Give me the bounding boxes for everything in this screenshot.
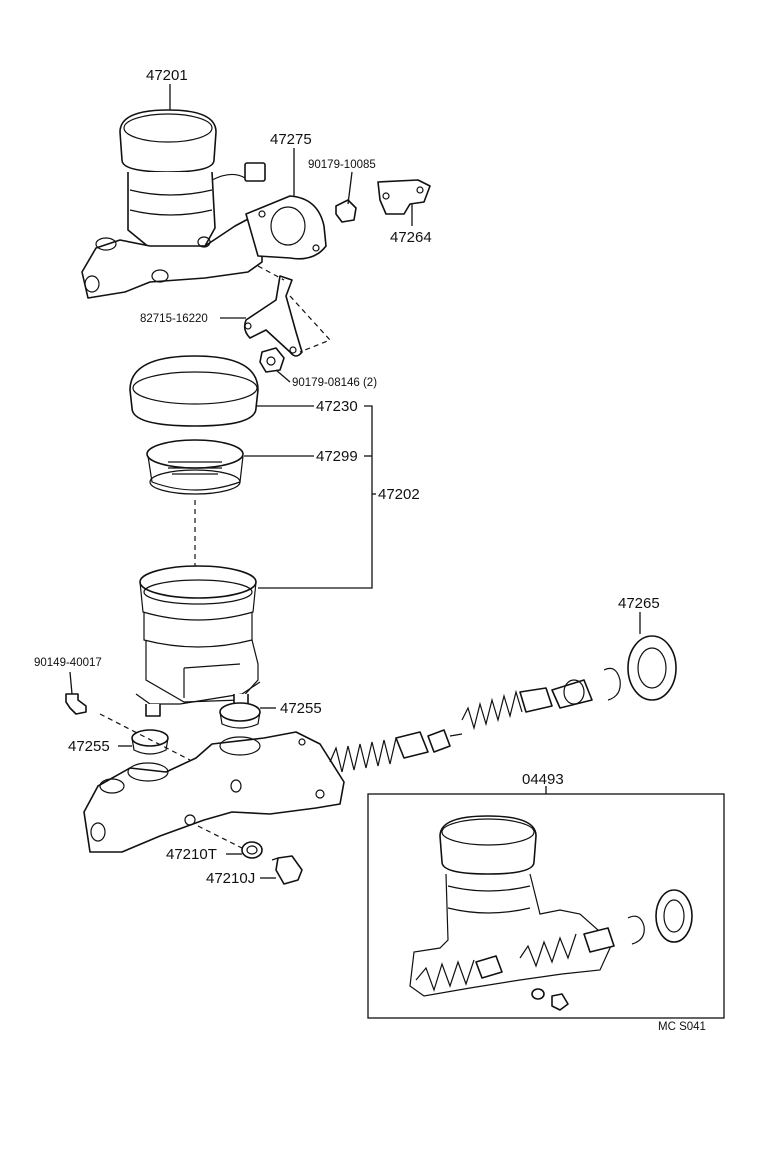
label-47255-left: 47255 (68, 738, 110, 755)
cylinder-body-drawing (65, 693, 345, 885)
label-04493: 04493 (522, 771, 564, 788)
piston-kit-drawing (329, 635, 677, 773)
footer-code: MC S041 (658, 1021, 706, 1033)
label-47275: 47275 (270, 131, 312, 148)
leader-lines (69, 84, 641, 879)
part-number-labels: 47201 47275 90179-10085 47264 82715-1622… (34, 67, 706, 1033)
label-47201: 47201 (146, 67, 188, 84)
label-47265: 47265 (618, 595, 660, 612)
kit-04493-box (367, 786, 725, 1019)
label-47210T: 47210T (166, 846, 217, 863)
label-90179-08146: 90179-08146 (2) (292, 377, 377, 389)
reservoir-exploded-drawing (129, 355, 261, 717)
label-47264: 47264 (390, 229, 432, 246)
label-47230: 47230 (316, 398, 358, 415)
label-47299: 47299 (316, 448, 358, 465)
label-82715-16220: 82715-16220 (140, 313, 208, 325)
label-47255-right: 47255 (280, 700, 322, 717)
label-90179-10085: 90179-10085 (308, 159, 376, 171)
label-90149-40017: 90149-40017 (34, 657, 102, 669)
label-47202: 47202 (378, 486, 420, 503)
label-47210J: 47210J (206, 870, 255, 887)
master-cylinder-assembly-drawing (81, 109, 431, 373)
